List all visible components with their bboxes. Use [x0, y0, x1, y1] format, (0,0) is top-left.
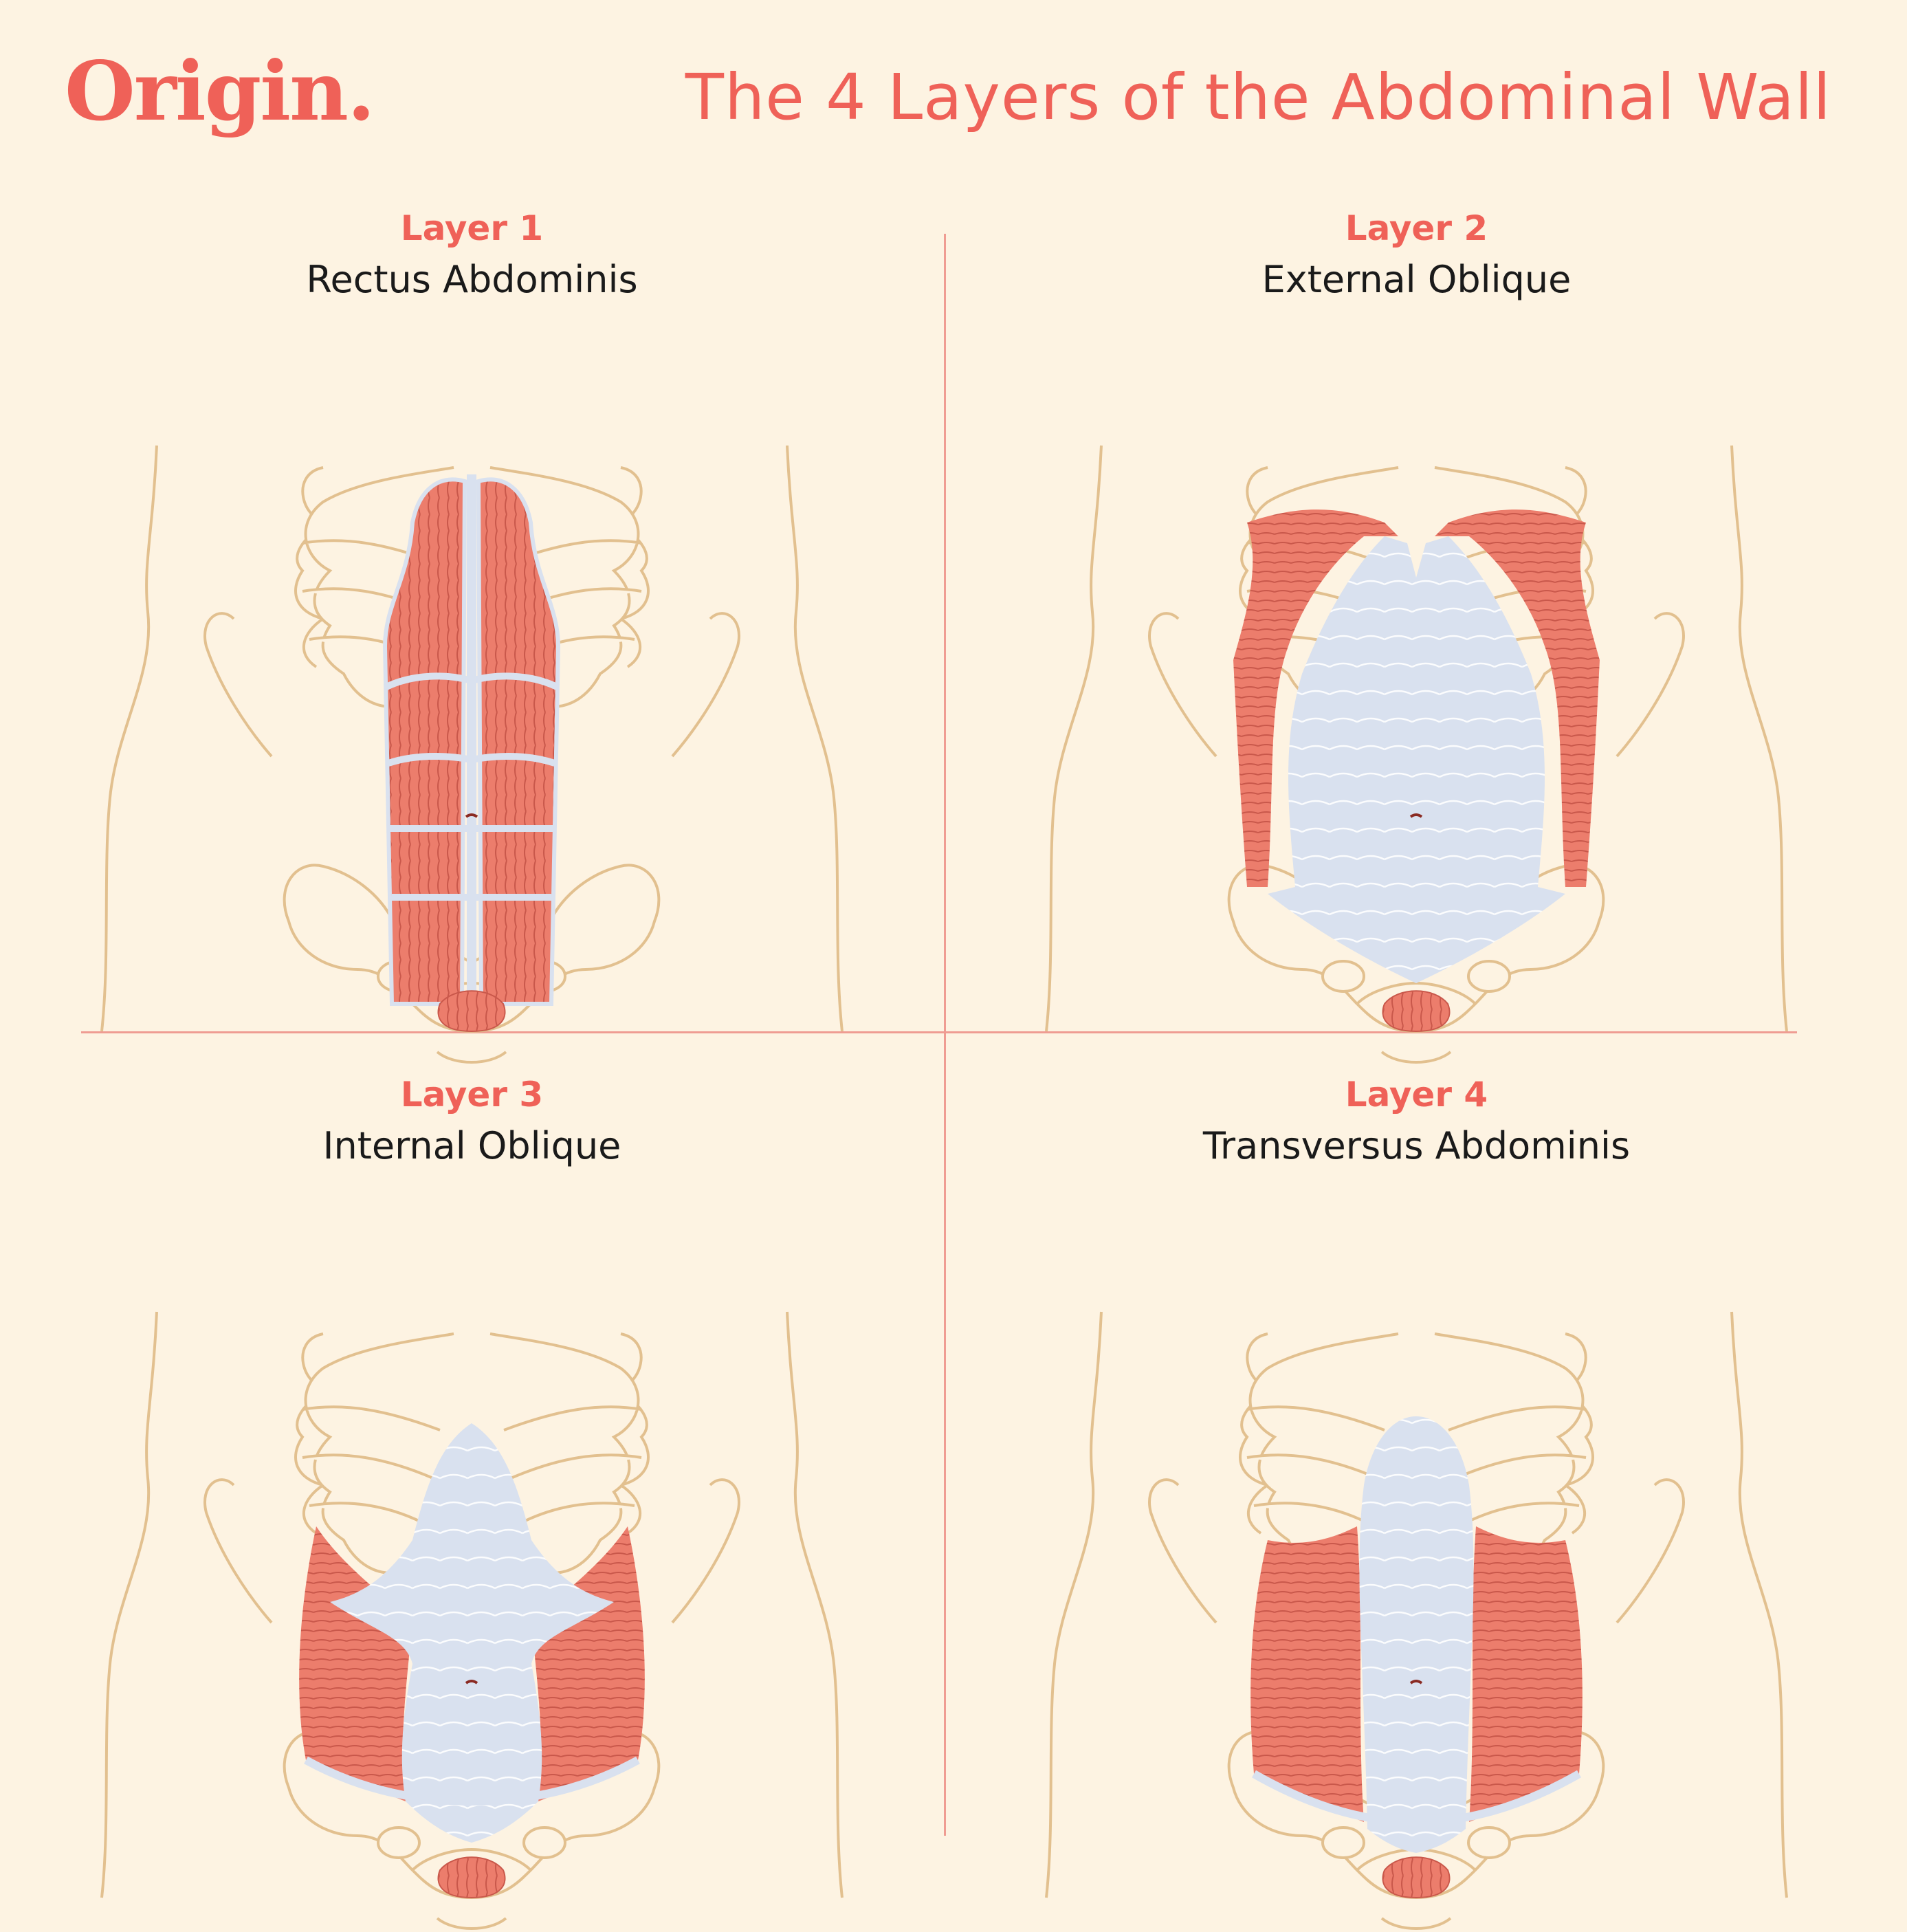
external-oblique-illustration — [1045, 444, 1788, 1064]
layer-muscle-name: External Oblique — [1261, 258, 1572, 301]
layer-muscle-name: Rectus Abdominis — [306, 258, 638, 301]
logo: Origin. — [65, 43, 375, 139]
transversus-abdominis-illustration — [1045, 1310, 1788, 1930]
page-title: The 4 Layers of the Abdominal Wall — [685, 61, 1831, 134]
rectus-abdominis-illustration — [100, 444, 844, 1064]
horizontal-divider — [81, 1031, 1797, 1033]
vertical-divider — [944, 234, 946, 1836]
panel-layer-1: Layer 1 Rectus Abdominis — [0, 206, 944, 1066]
panel-layer-2: Layer 2 External Oblique — [945, 206, 1888, 1066]
layer-number: Layer 3 — [400, 1075, 544, 1115]
layer-number: Layer 2 — [1345, 208, 1488, 248]
layer-number: Layer 4 — [1345, 1075, 1488, 1115]
layer-number: Layer 1 — [400, 208, 544, 248]
panel-layer-4: Layer 4 Transversus Abdominis — [945, 1073, 1888, 1932]
layer-muscle-name: Internal Oblique — [322, 1124, 621, 1167]
internal-oblique-illustration — [100, 1310, 844, 1930]
layer-muscle-name: Transversus Abdominis — [1202, 1124, 1631, 1167]
panel-layer-3: Layer 3 Internal Oblique — [0, 1073, 944, 1932]
